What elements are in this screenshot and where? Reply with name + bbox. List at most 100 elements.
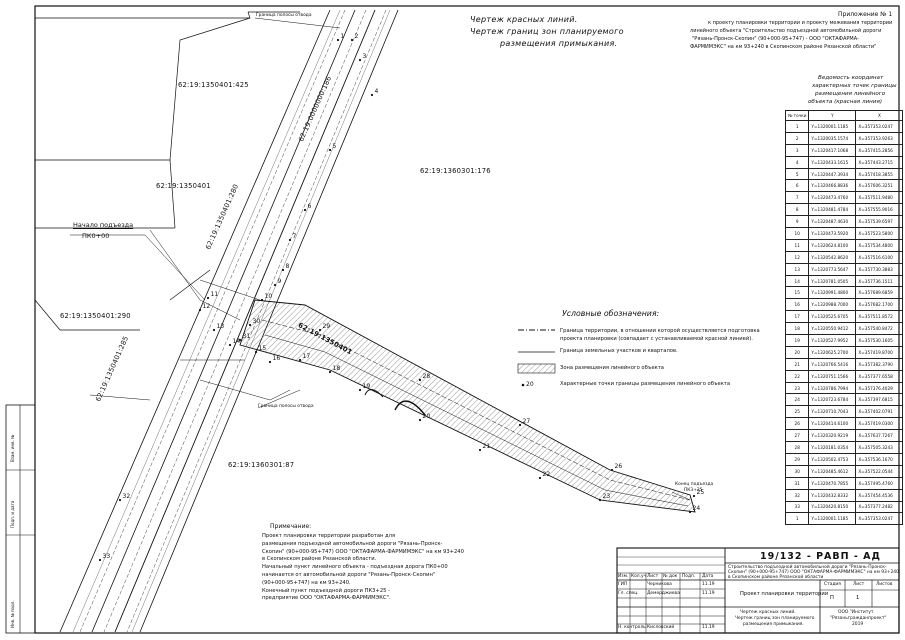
stamp-column-header: Изм. — [618, 574, 629, 579]
y-coordinate-cell: Y=1320625.2700 — [808, 345, 857, 359]
drawing-code: 19/132 - РАВП - АД — [760, 551, 881, 562]
point-number-cell: 30 — [784, 464, 810, 478]
coords-heading: объекта (красная линия) — [808, 99, 883, 105]
point-number-cell: 22 — [784, 369, 810, 383]
boundary-point-number: 31 — [243, 333, 251, 340]
y-coordinate-cell: Y=1320473.4760 — [808, 191, 857, 205]
y-coordinate-cell: Y=1320786.7994 — [808, 381, 857, 395]
point-number-cell: 1 — [784, 512, 810, 526]
boundary-point-number: 12 — [203, 303, 211, 310]
side-label: Взам. инв. № — [10, 434, 15, 462]
boundary-point-marker — [328, 148, 332, 152]
x-coordinate-cell: X=357689.6859 — [855, 286, 904, 300]
point-number-cell: 25 — [784, 405, 810, 419]
boundary-point-marker — [238, 338, 242, 342]
end-picket: ПК3+25 — [684, 488, 703, 493]
x-coordinate-cell: X=357376.4029 — [855, 381, 904, 395]
boundary-point-number: 28 — [423, 373, 431, 380]
boundary-point-number: 32 — [123, 493, 131, 500]
y-coordinate-cell: Y=1320723.6784 — [808, 393, 857, 407]
legend-item: Зона размещения линейного объекта — [560, 365, 664, 371]
point-number-cell: 4 — [784, 155, 810, 169]
x-coordinate-cell: X=357495.4760 — [855, 476, 904, 490]
boundary-point-marker — [118, 498, 122, 502]
signature-date: 11.19 — [702, 582, 715, 587]
x-coordinate-cell: X=357353.9263 — [855, 131, 904, 145]
signatory-name: Демерджиева — [647, 591, 680, 596]
boundary-point-number: 3 — [363, 53, 367, 60]
stamp-column-header: Дата — [702, 574, 714, 579]
y-coordinate-cell: Y=1320001.1185 — [808, 120, 857, 133]
x-coordinate-cell: X=357402.0791 — [855, 405, 904, 419]
y-coordinate-cell: Y=1320035.1574 — [808, 131, 857, 145]
boundary-point-marker — [418, 418, 422, 422]
x-coordinate-cell: X=357397.6815 — [855, 393, 904, 407]
point-number-cell: 21 — [784, 357, 810, 371]
y-coordinate-cell: Y=1320473.5920 — [808, 227, 857, 240]
boundary-point-marker — [254, 350, 258, 354]
y-coordinate-cell: Y=1320527.9952 — [808, 334, 857, 347]
y-coordinate-cell: Y=1320525.6705 — [808, 310, 857, 324]
boundary-point-marker — [358, 388, 362, 392]
note-line: Проект планировки территории разработан … — [262, 533, 396, 539]
access-road — [239, 299, 696, 513]
x-coordinate-cell: X=357606.3251 — [855, 179, 904, 193]
appendix-label: Приложение № 1 — [838, 11, 893, 18]
point-number-cell: 26 — [784, 417, 810, 431]
signatory-name: Кисловский — [647, 625, 675, 630]
stamp-column-header: Кол.уч — [631, 574, 647, 579]
x-coordinate-cell: X=357382.3790 — [855, 357, 904, 371]
boundary-point-number: 7 — [293, 233, 297, 240]
signatory-role: Гл. спец. — [618, 591, 639, 596]
y-coordinate-cell: Y=1320432.8332 — [808, 488, 857, 502]
signatory-role: ГИП — [618, 582, 628, 587]
parcel-label: 62:19:1350401:425 — [178, 81, 249, 89]
col-header-x: X — [855, 110, 904, 121]
coords-heading: Ведомость координат — [818, 75, 884, 81]
stage-header: Лист — [853, 582, 865, 587]
boundary-point-number: 16 — [273, 355, 281, 362]
point-number-cell: 12 — [784, 250, 810, 264]
boundary-point-number: 18 — [333, 365, 341, 372]
point-number-cell: 6 — [784, 179, 810, 193]
boundary-point-marker — [212, 328, 216, 332]
point-number-cell: 28 — [784, 441, 810, 454]
x-coordinate-cell: X=357530.1605 — [855, 334, 904, 347]
boundary-point-number: 30 — [253, 318, 261, 325]
x-coordinate-cell: X=357523.5800 — [855, 227, 904, 240]
end-label: Конец подъезда — [675, 482, 714, 487]
point-number-cell: 32 — [784, 488, 810, 502]
boundary-point-marker — [318, 328, 322, 332]
x-coordinate-cell: X=357443.2715 — [855, 155, 904, 169]
boundary-point-marker — [336, 38, 340, 42]
y-coordinate-cell: Y=1320181.0354 — [808, 441, 857, 454]
leader-lines — [70, 17, 691, 501]
point-number-cell: 16 — [784, 298, 810, 312]
legend-symbols — [517, 329, 556, 387]
x-coordinate-cell: X=357682.1700 — [855, 298, 904, 312]
x-coordinate-cell: X=357418.3855 — [855, 167, 904, 181]
notes-heading: Примечание: — [270, 523, 312, 530]
x-coordinate-cell: X=357637.7267 — [855, 429, 904, 443]
boundary-point-marker — [610, 468, 614, 472]
boundary-point-number: 17 — [303, 353, 311, 360]
x-coordinate-cell: X=357419.0300 — [855, 417, 904, 431]
y-coordinate-cell: Y=1320001.1185 — [808, 512, 857, 526]
parcel-label: 62:19:1350401 — [156, 182, 211, 190]
boundary-point-marker — [206, 296, 210, 300]
